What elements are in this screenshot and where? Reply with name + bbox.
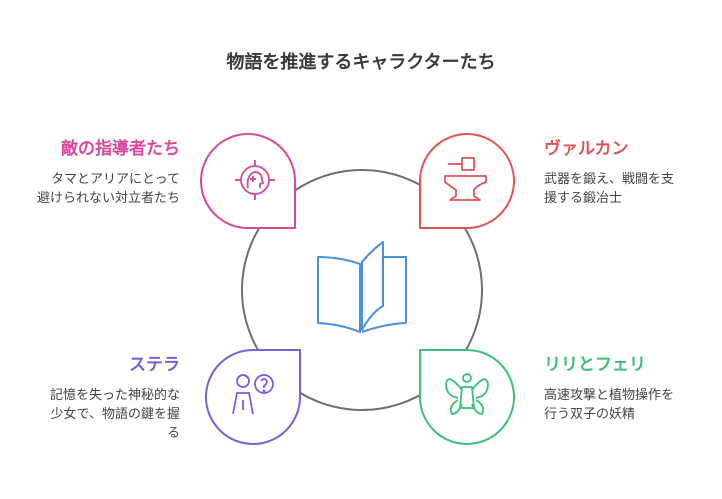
label-stella: ステラ: [129, 355, 180, 375]
center-ring: [241, 169, 483, 411]
anvil-hammer-icon: [444, 157, 487, 201]
target-head-icon: [235, 160, 275, 200]
desc-line: 少女で、物語の鍵を握: [50, 407, 180, 422]
label-lili-feri: リリとフェリ: [544, 355, 646, 375]
desc-line: る: [166, 426, 180, 441]
desc-enemy-leaders: タマとアリアにとって 避けられない対立者たち: [37, 170, 180, 208]
desc-line: タマとアリアにとって: [51, 172, 180, 187]
fairy-icon: [445, 373, 489, 415]
desc-line: 援する鍛冶士: [544, 191, 623, 206]
diagram-title: 物語を推進するキャラクターたち: [226, 52, 496, 73]
label-enemy-leaders: 敵の指導者たち: [61, 139, 180, 159]
desc-line: 記憶を失った神秘的な: [49, 388, 180, 403]
card-stella[interactable]: [205, 349, 301, 445]
open-book-icon: [317, 241, 407, 333]
desc-lili-feri: 高速攻撃と植物操作を 行う双子の妖精: [544, 386, 674, 424]
card-lili-feri[interactable]: [419, 349, 515, 445]
desc-line: 避けられない対立者たち: [36, 191, 180, 206]
label-vulcan: ヴァルカン: [544, 139, 629, 159]
desc-vulcan: 武器を鍛え、戦闘を支 援する鍛冶士: [544, 170, 674, 208]
desc-line: 高速攻撃と植物操作を: [544, 388, 675, 403]
desc-line: 武器を鍛え、戦闘を支: [544, 172, 675, 187]
card-vulcan[interactable]: [419, 133, 515, 230]
card-enemy-leaders[interactable]: [200, 133, 296, 230]
desc-stella: 記憶を失った神秘的な 少女で、物語の鍵を握 る: [50, 386, 180, 443]
desc-line: 行う双子の妖精: [544, 407, 636, 422]
question-person-icon: [232, 374, 274, 415]
